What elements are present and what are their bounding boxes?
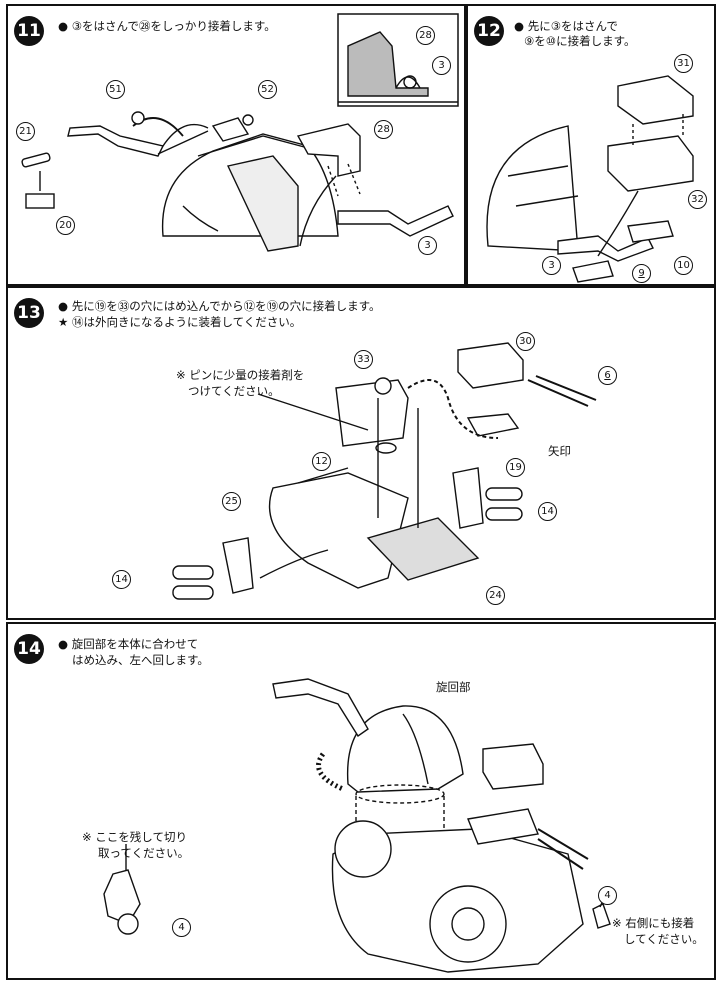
- step-14-illustration: [103, 678, 611, 973]
- step-12-instruction-line2: ⑨を⑩に接着します。: [524, 34, 636, 48]
- part-20: 20: [56, 216, 75, 235]
- inset-part-28: 28: [416, 26, 435, 45]
- step-14-instruction-line2: はめ込み、左へ回します。: [72, 653, 209, 667]
- step-11-panel: 11 ● ③をはさんで㉘をしっかり接着します。 51 52: [6, 4, 466, 286]
- step-13-panel: 13 ● 先に⑲を㉝の穴にはめ込んでから⑫を⑲の穴に接着します。 ★ ⑭は外向き…: [6, 286, 716, 620]
- step-13-instruction-line1: ● 先に⑲を㉝の穴にはめ込んでから⑫を⑲の穴に接着します。: [58, 299, 381, 313]
- step-11-instruction: ● ③をはさんで㉘をしっかり接着します。: [58, 19, 276, 33]
- step-12-instruction-line1: ● 先に③をはさんで: [514, 19, 618, 33]
- part-14-right: 14: [538, 502, 557, 521]
- part-52: 52: [258, 80, 277, 99]
- step-12-number: 12: [474, 16, 504, 46]
- part-33: 33: [354, 350, 373, 369]
- step-13-note-line1: ※ ピンに少量の接着剤を: [176, 368, 305, 382]
- arrow-label: 矢印: [548, 444, 571, 458]
- step-14-right-note-line1: ※ 右側にも接着: [612, 916, 695, 930]
- part-3: 3: [542, 256, 561, 275]
- step-14-right-note-line2: してください。: [624, 932, 704, 946]
- step-12-illustration: [486, 75, 694, 283]
- turret-label: 旋回部: [436, 680, 471, 694]
- step-13-note-line2: つけてください。: [188, 384, 280, 398]
- part-24: 24: [486, 586, 505, 605]
- step-12-panel: 12 ● 先に③をはさんで ⑨を⑩に接着します。 31 32 3 9 10: [466, 4, 716, 286]
- step-14-note-line2: 取ってください。: [98, 846, 190, 860]
- step-13-instruction-line2: ★ ⑭は外向きになるように装着してください。: [58, 315, 302, 329]
- step-13-number: 13: [14, 298, 44, 328]
- part-30: 30: [516, 332, 535, 351]
- part-28: 28: [374, 120, 393, 139]
- part-25: 25: [222, 492, 241, 511]
- part-51: 51: [106, 80, 125, 99]
- part-32: 32: [688, 190, 707, 209]
- part-10: 10: [674, 256, 693, 275]
- step-13-illustration: [172, 342, 597, 600]
- part-6: 6: [598, 366, 617, 385]
- part-19: 19: [506, 458, 525, 477]
- step-14-instruction-line1: ● 旋回部を本体に合わせて: [58, 637, 199, 651]
- part-9: 9: [632, 264, 651, 283]
- part-4-right: 4: [598, 886, 617, 905]
- part-3: 3: [418, 236, 437, 255]
- inset-part-3: 3: [432, 56, 451, 75]
- part-31: 31: [674, 54, 693, 73]
- step-14-panel: 14 ● 旋回部を本体に合わせて はめ込み、左へ回します。 旋回部 ※ ここを残…: [6, 622, 716, 980]
- step-14-note-line1: ※ ここを残して切り: [82, 830, 187, 844]
- step-11-number: 11: [14, 16, 44, 46]
- part-21: 21: [16, 122, 35, 141]
- part-12: 12: [312, 452, 331, 471]
- part-14-left: 14: [112, 570, 131, 589]
- step-14-number: 14: [14, 634, 44, 664]
- part-4-left: 4: [172, 918, 191, 937]
- step-11-illustration: [21, 13, 459, 252]
